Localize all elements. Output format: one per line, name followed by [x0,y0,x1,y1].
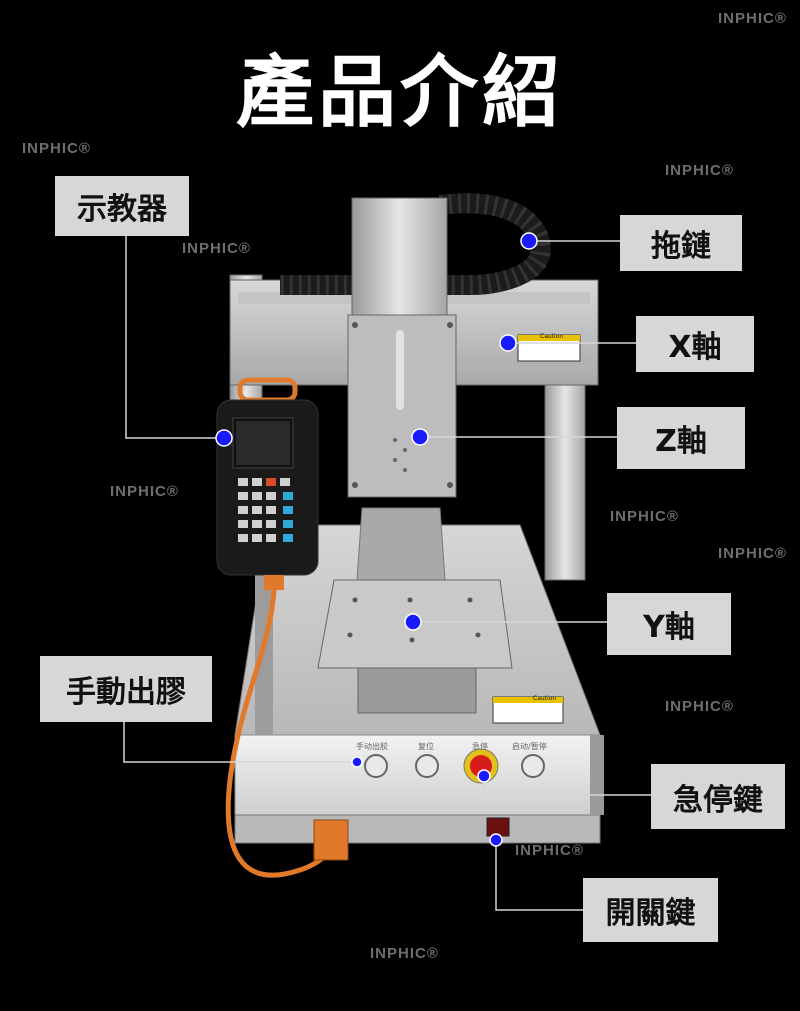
panel-label-reset: 复位 [418,742,434,751]
watermark: INPHIC® [610,508,679,525]
label-emergency-stop: 急停鍵 [651,764,785,829]
page-title: 產品介紹 [235,48,564,138]
watermark: INPHIC® [718,10,787,27]
caution-sticker-bottom: Caution [533,695,557,702]
drag-chain [280,193,551,295]
marker-dots [215,232,538,847]
panel-label-estop: 急停 [472,742,488,751]
panel-label-manual: 手动出胶 [356,742,388,751]
watermark: INPHIC® [110,483,179,500]
label-power-switch: 開關鍵 [583,878,718,942]
watermark: INPHIC® [665,162,734,179]
watermark: INPHIC® [22,140,91,157]
caution-sticker-top: Caution [540,333,564,340]
panel-label-start: 启动/暂停 [512,742,547,751]
label-manual-dispense: 手動出膠 [40,656,212,722]
watermark: INPHIC® [718,545,787,562]
label-y-axis: Y軸 [607,593,731,655]
label-x-axis: X軸 [636,316,754,372]
watermark: INPHIC® [665,698,734,715]
label-z-axis: Z軸 [617,407,745,469]
watermark: INPHIC® [515,842,584,859]
watermark: INPHIC® [182,240,251,257]
teach-pendant [216,377,319,590]
watermark: INPHIC® [370,945,439,962]
z-axis-column [347,197,457,498]
label-teach-pendant: 示教器 [55,176,189,236]
cable-connector [313,819,349,861]
label-drag-chain: 拖鏈 [620,215,742,271]
